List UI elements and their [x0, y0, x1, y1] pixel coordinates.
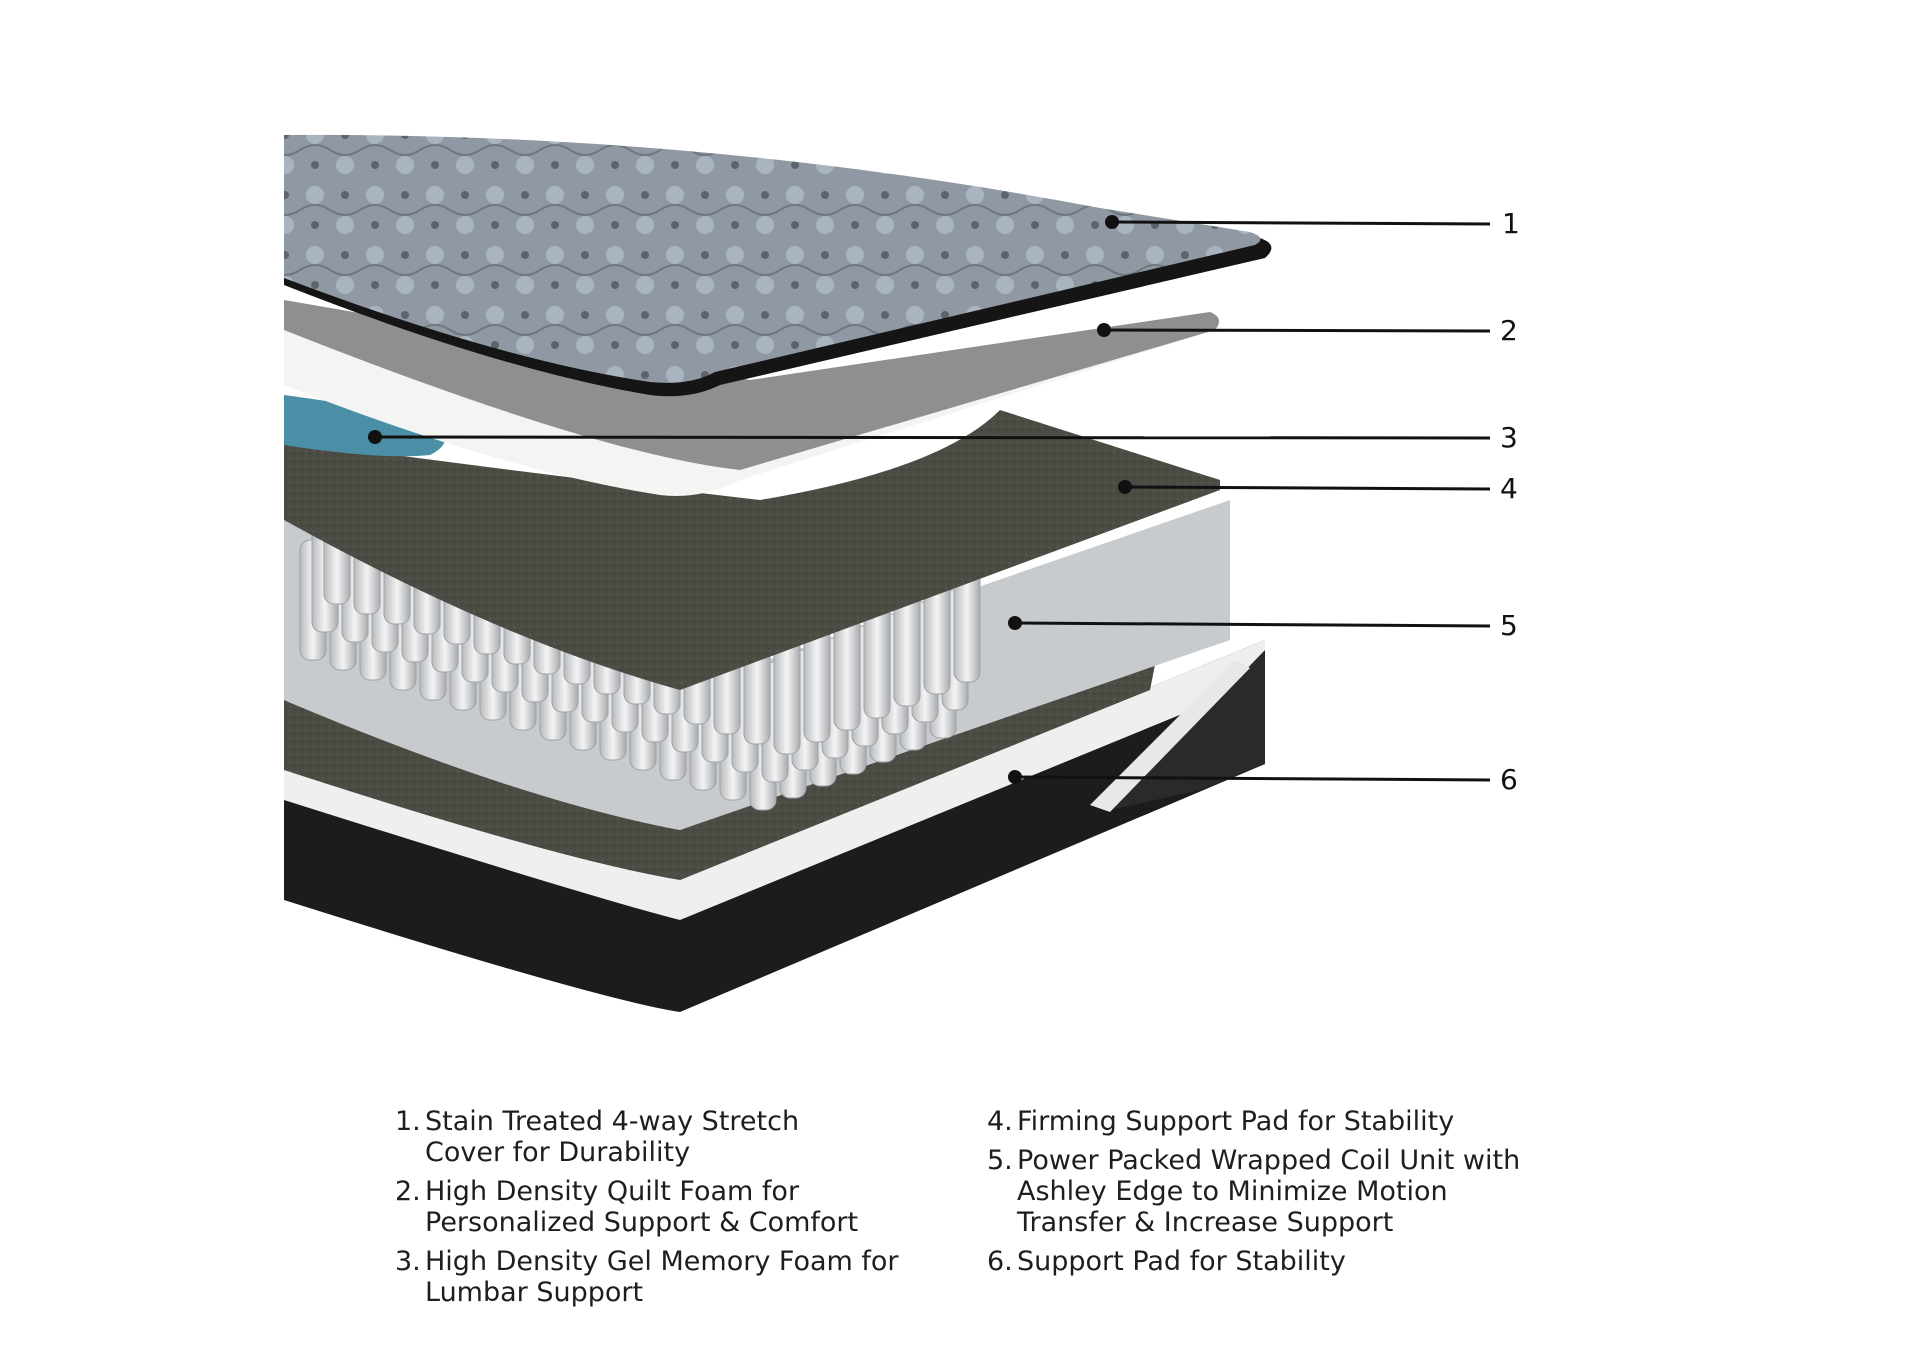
legend-item-4: 4. Firming Support Pad for Stability [987, 1106, 1547, 1137]
leader-dot-5 [1008, 616, 1022, 630]
leader-line-6 [1014, 775, 1491, 782]
legend-item-1: 1. Stain Treated 4-way Stretch Cover for… [395, 1106, 955, 1168]
legend-item-3: 3. High Density Gel Memory Foam for Lumb… [395, 1246, 955, 1308]
leader-dot-6 [1008, 770, 1022, 784]
legend-text: Stain Treated 4-way Stretch Cover for Du… [425, 1106, 800, 1168]
callout-leaders [368, 215, 1491, 784]
legend-number: 5. [987, 1145, 1013, 1176]
callout-number-2: 2 [1500, 314, 1518, 347]
callout-number-4: 4 [1500, 472, 1518, 505]
legend-text: High Density Quilt Foam for Personalized… [425, 1176, 859, 1238]
leader-line-2 [1103, 328, 1491, 333]
legend-left-column: 1. Stain Treated 4-way Stretch Cover for… [395, 1106, 955, 1316]
leader-dot-2 [1097, 323, 1111, 337]
legend-item-2: 2. High Density Quilt Foam for Personali… [395, 1176, 955, 1238]
callout-number-5: 5 [1500, 609, 1518, 642]
leader-line-1 [1111, 220, 1491, 226]
leader-dot-3 [368, 430, 382, 444]
legend-item-6: 6. Support Pad for Stability [987, 1246, 1547, 1277]
legend-text: Power Packed Wrapped Coil Unit with Ashl… [1017, 1145, 1521, 1238]
legend-right-column: 4. Firming Support Pad for Stability 5. … [987, 1106, 1547, 1285]
callout-number-6: 6 [1500, 763, 1518, 796]
leader-dot-4 [1118, 480, 1132, 494]
firming-pad-layer [284, 410, 1220, 690]
callout-number-3: 3 [1500, 421, 1518, 454]
legend-number: 2. [395, 1176, 421, 1207]
leader-line-5 [1014, 621, 1491, 628]
callout-number-1: 1 [1502, 207, 1520, 240]
legend-number: 6. [987, 1246, 1013, 1277]
legend-text: Support Pad for Stability [1017, 1246, 1346, 1277]
legend-text: Firming Support Pad for Stability [1017, 1106, 1455, 1137]
legend-number: 1. [395, 1106, 421, 1137]
legend-item-5: 5. Power Packed Wrapped Coil Unit with A… [987, 1145, 1547, 1238]
gel-memory-foam-layer [284, 395, 445, 457]
support-pad-layer [284, 640, 1160, 880]
leader-line-3 [374, 435, 1491, 440]
base-layer [284, 640, 1265, 1012]
legend-number: 3. [395, 1246, 421, 1277]
cover-layer [284, 134, 1272, 397]
leader-line-4 [1124, 485, 1491, 491]
legend-text: High Density Gel Memory Foam for Lumbar … [425, 1246, 899, 1308]
legend-number: 4. [987, 1106, 1013, 1137]
leader-dot-1 [1105, 215, 1119, 229]
